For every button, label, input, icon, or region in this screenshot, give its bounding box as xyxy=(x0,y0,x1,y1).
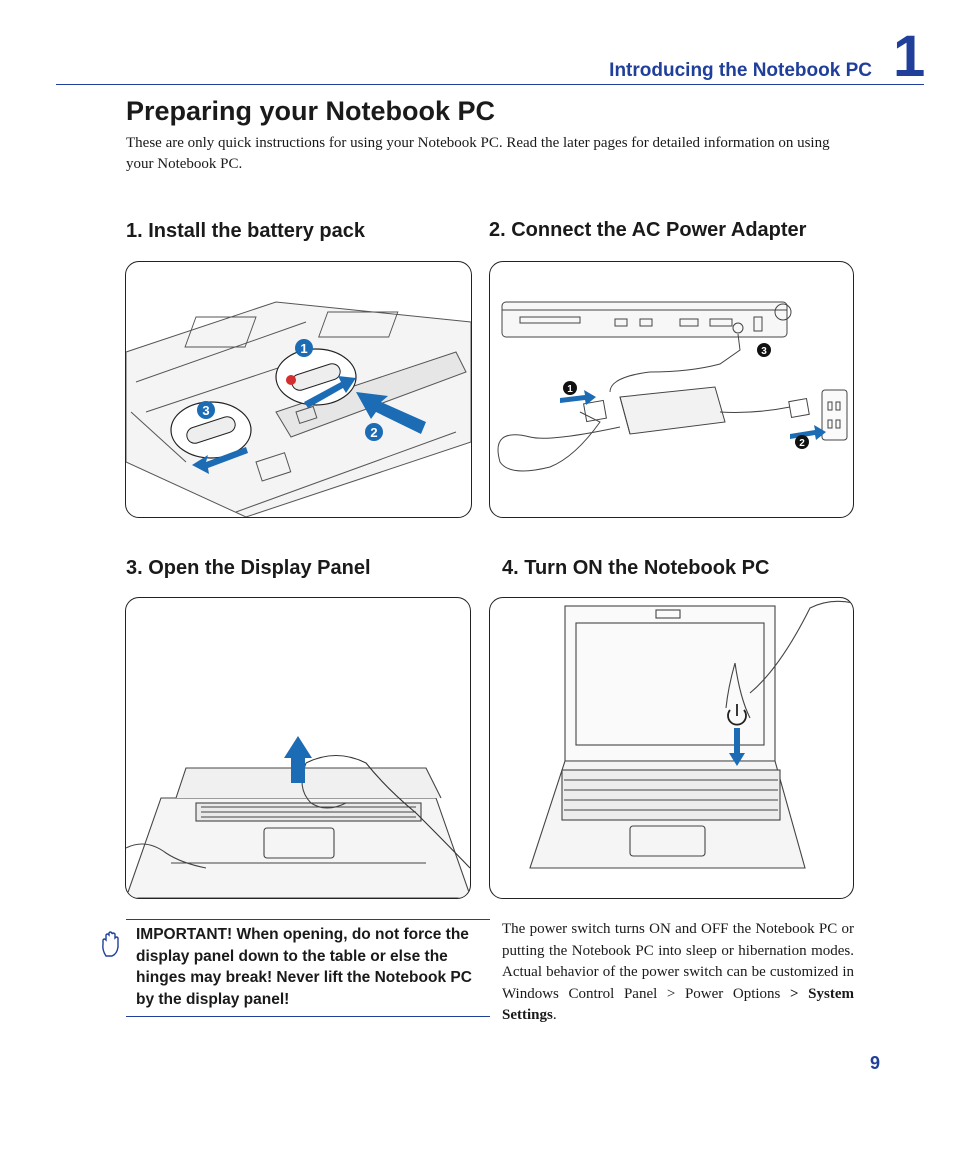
callout-2: 2 xyxy=(799,438,805,449)
callout-2: 2 xyxy=(370,425,377,440)
step-4-title: 4. Turn ON the Notebook PC xyxy=(502,557,770,579)
important-rule-top xyxy=(126,919,490,920)
power-switch-paragraph: The power switch turns ON and OFF the No… xyxy=(502,919,854,1027)
power-icon xyxy=(727,704,747,726)
step-2-title: 2. Connect the AC Power Adapter xyxy=(489,219,807,241)
page-number: 9 xyxy=(870,1053,881,1073)
callout-1: 1 xyxy=(300,341,307,356)
callout-3: 3 xyxy=(202,403,209,418)
press-arrow xyxy=(729,728,745,766)
power-text-end: . xyxy=(552,1007,557,1023)
power-on-illustration xyxy=(489,597,854,899)
header-rule xyxy=(56,84,924,85)
callout-3: 3 xyxy=(761,346,767,357)
chapter-number: 1 xyxy=(893,24,926,89)
power-text-bold: > System Settings xyxy=(502,985,854,1024)
important-note: IMPORTANT! When opening, do not force th… xyxy=(136,926,472,1008)
hand-icon xyxy=(100,930,122,958)
step-3-title: 3. Open the Display Panel xyxy=(126,557,371,579)
step-1-title: 1. Install the battery pack xyxy=(126,220,365,242)
open-display-illustration xyxy=(125,597,471,899)
callout-1: 1 xyxy=(567,384,573,395)
intro-paragraph: These are only quick instructions for us… xyxy=(126,135,830,172)
page-title: Preparing your Notebook PC xyxy=(126,96,496,126)
power-text-main: The power switch turns ON and OFF the No… xyxy=(502,921,854,1002)
battery-illustration: 1 2 3 xyxy=(125,261,472,518)
lock-indicator xyxy=(286,375,296,385)
important-rule-bottom xyxy=(126,1016,490,1017)
lift-arrow xyxy=(284,736,312,783)
chapter-title: Introducing the Notebook PC xyxy=(609,60,872,81)
power-adapter-illustration: 1 2 3 xyxy=(489,261,854,518)
